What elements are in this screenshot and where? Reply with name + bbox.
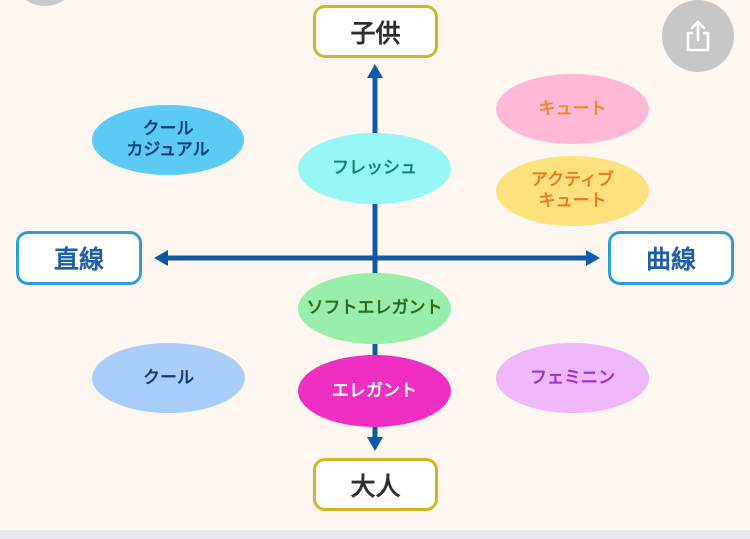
share-button[interactable]	[662, 0, 734, 72]
feminine-ellipse: フェミニン	[496, 343, 649, 413]
cool-ellipse: クール	[92, 343, 245, 413]
bottom-label-box: 大人	[313, 458, 438, 511]
left-label-box: 直線	[16, 231, 142, 285]
right-label: 曲線	[645, 245, 696, 274]
top-label-box: 子供	[313, 5, 438, 58]
active-cute-label: アクティブ キュート	[530, 170, 615, 211]
cool-casual-label: クール カジュアル	[126, 119, 210, 160]
arrow-left	[154, 250, 168, 266]
arrow-down	[367, 437, 383, 451]
share-icon	[686, 20, 710, 52]
top-label: 子供	[350, 18, 401, 48]
fresh-ellipse: フレッシュ	[298, 133, 451, 204]
bottom-label: 大人	[350, 471, 401, 501]
feminine-label: フェミニン	[530, 367, 615, 388]
right-label-box: 曲線	[608, 231, 734, 285]
left-label: 直線	[53, 245, 104, 274]
soft-elegant-label: ソフトエレガント	[306, 298, 443, 318]
arrow-up	[367, 64, 383, 78]
soft-elegant-ellipse: ソフトエレガント	[298, 273, 451, 344]
arrow-right	[586, 250, 600, 266]
cute-label: キュート	[538, 98, 607, 119]
elegant-label: エレガント	[332, 380, 417, 401]
cool-label: クール	[143, 367, 194, 388]
cute-ellipse: キュート	[496, 74, 649, 144]
fresh-label: フレッシュ	[332, 158, 417, 178]
bottom-bar	[0, 530, 750, 539]
corner-circle	[16, 0, 74, 6]
active-cute-ellipse: アクティブ キュート	[496, 156, 649, 226]
elegant-ellipse: エレガント	[298, 355, 451, 427]
cool-casual-ellipse: クール カジュアル	[92, 105, 244, 175]
